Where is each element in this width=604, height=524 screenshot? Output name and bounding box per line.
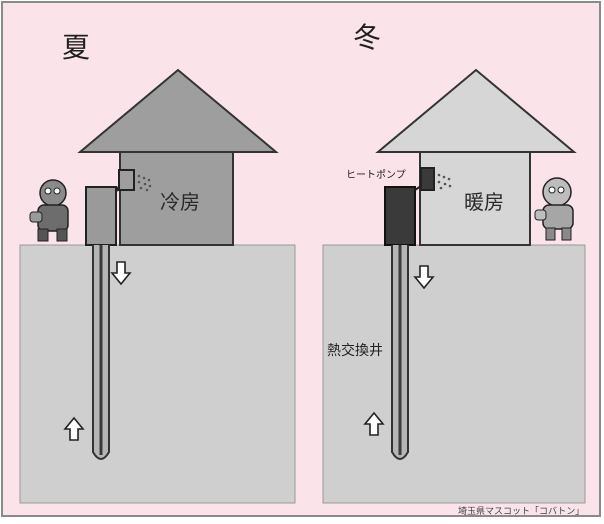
summer-season-label: 夏 xyxy=(62,31,91,64)
airflow-icon xyxy=(437,173,452,190)
winter-season-label: 冬 xyxy=(353,21,382,54)
winter-indoor-unit xyxy=(420,167,435,191)
winter-house-body xyxy=(419,151,531,246)
summer-heat-pump xyxy=(85,186,117,246)
up-arrow-icon xyxy=(363,411,385,436)
heat-pump-label: ヒートポンプ xyxy=(346,170,406,181)
winter-heat-pump xyxy=(384,186,416,246)
summer-indoor-unit xyxy=(118,169,135,191)
winter-connection-pipe xyxy=(414,185,422,191)
summer-room-label: 冷房 xyxy=(160,190,200,214)
winter-ground xyxy=(322,244,586,504)
down-arrow-icon xyxy=(110,261,132,286)
winter-room-label: 暖房 xyxy=(464,190,504,214)
mascot-icon xyxy=(534,177,574,241)
summer-ground xyxy=(19,244,296,504)
up-arrow-icon xyxy=(63,416,85,441)
mascot-icon xyxy=(29,179,69,242)
down-arrow-icon xyxy=(413,265,435,290)
summer-connection-pipe xyxy=(115,185,120,193)
summer-house-body xyxy=(119,151,234,246)
winter-panel xyxy=(322,68,586,504)
mascot-credit: 埼玉県マスコット「コバトン」 xyxy=(458,507,585,517)
summer-panel xyxy=(19,68,296,504)
well-label: 熱交換井 xyxy=(327,343,383,359)
airflow-icon xyxy=(137,174,152,192)
